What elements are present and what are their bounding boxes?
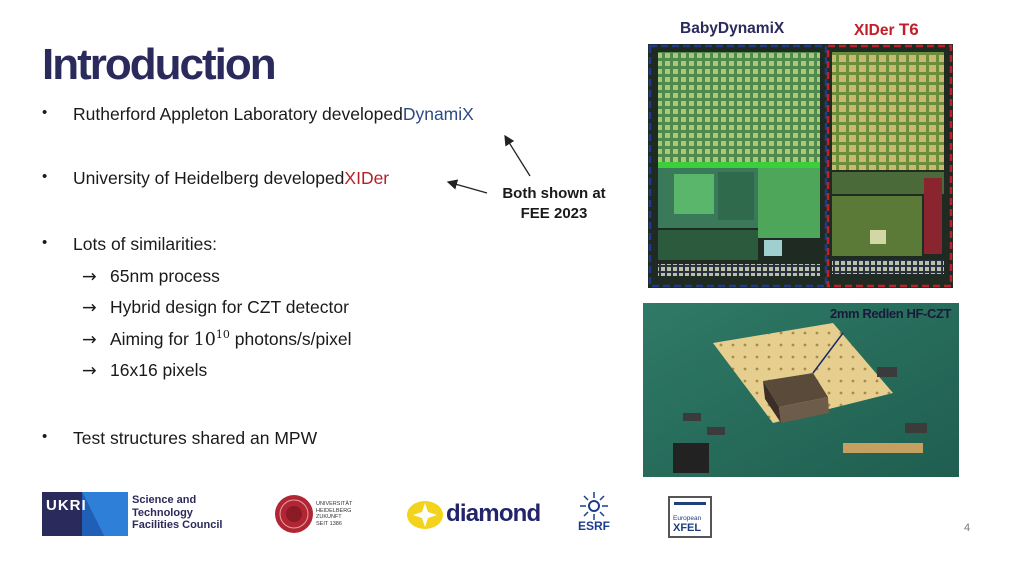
bullet-text: University of Heidelberg developed [73,168,345,188]
arrow-to-xider [446,179,488,194]
ukri-logo [42,492,128,536]
power-of-ten: 1010 [193,328,230,350]
babydynamix-label: BabyDynamiX [680,20,785,37]
bullet-dynamix: • Rutherford Appleton Laboratory develop… [42,104,474,125]
diamond-text: diamond [446,500,541,527]
heidelberg-seal-icon [275,495,313,533]
esrf-burst-icon [580,492,608,520]
xfel-bar [674,502,706,505]
callout-note: Both shown at FEE 2023 [488,184,620,224]
bullet-similarities: • Lots of similarities: [42,234,217,255]
bullet-dot: • [42,428,48,445]
bullet-text: Lots of similarities: [73,234,217,254]
sub-bullet-text: 16x16 pixels [110,360,208,380]
slide-title: Introduction [42,40,277,89]
bullet-dot: • [42,234,48,251]
arrow-icon: → [82,329,97,350]
bullet-text: Test structures shared an MPW [73,428,318,448]
callout-line: Both shown at [502,185,606,202]
esrf-text: ESRF [578,519,611,533]
heidelberg-text: UNIVERSITÄT HEIDELBERG ZUKUNFT SEIT 1386 [316,501,353,527]
xider-highlight: XIDer [344,168,390,188]
dynamix-highlight: DynamiX [402,104,474,124]
ukri-mark: UKRI [46,497,87,514]
bullet-xider: • University of Heidelberg developed XID… [42,168,389,189]
arrow-to-dynamix [504,134,531,177]
bullet-dot: • [42,168,48,185]
sub-bullet-hybrid: → Hybrid design for CZT detector [82,297,349,318]
sub-bullet-process: → 65nm process [82,266,220,287]
sub-bullet-photons: → Aiming for 1010 photons/s/pixel [82,328,352,350]
sub-bullet-pixels: → 16x16 pixels [82,360,207,381]
sub-bullet-text: photons/s/pixel [229,328,352,349]
logo-bar: UKRI Science and Technology Facilities C… [0,488,1024,544]
arrow-icon: → [82,298,97,318]
sub-bullet-text: 65nm process [110,266,220,286]
diamond-sun-icon [407,501,443,529]
sub-bullet-text: Aiming for [110,328,194,349]
callout-line: FEE 2023 [520,205,588,222]
arrow-icon: → [82,361,97,381]
chip-layout-image [648,44,953,288]
page-number: 4 [964,522,971,534]
czt-label: 2mm Redlen HF-CZT [830,306,952,321]
arrow-icon: → [82,267,97,287]
bullet-text: Rutherford Appleton Laboratory developed [73,104,403,124]
ukri-text: Science and Technology Facilities Counci… [132,494,223,531]
detector-photo [643,303,959,477]
xider-t6-label: XIDer T6 [854,20,919,39]
bullet-dot: • [42,104,48,121]
sub-bullet-text: Hybrid design for CZT detector [110,297,349,317]
bullet-mpw: • Test structures shared an MPW [42,428,317,449]
xfel-logo: European XFEL [668,496,712,538]
